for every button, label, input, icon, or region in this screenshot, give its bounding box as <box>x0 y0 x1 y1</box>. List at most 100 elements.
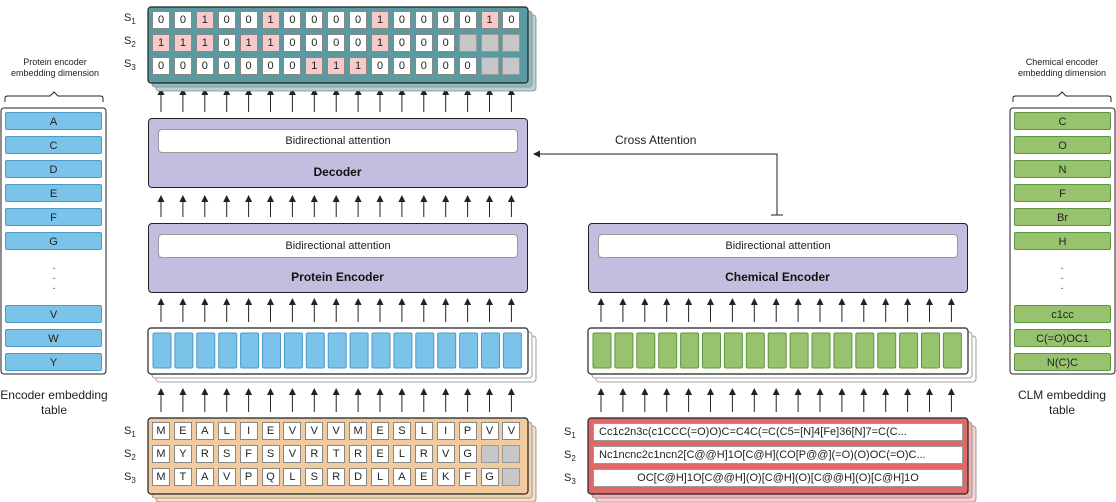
protein-input-cell: M <box>152 445 170 463</box>
chemical-embedding-item: N <box>1014 160 1111 178</box>
protein-embedding-vector <box>152 332 172 369</box>
protein-input-cell: S <box>392 422 411 440</box>
protein-embedding-item: F <box>5 208 102 226</box>
vertical-ellipsis: . <box>52 270 56 282</box>
output-cell: 0 <box>392 34 411 52</box>
output-cell: 1 <box>173 34 192 52</box>
chemical-embedding-vector <box>899 332 919 369</box>
output-cell: 1 <box>261 34 280 52</box>
output-cell: 0 <box>502 11 521 29</box>
output-cell: 0 <box>436 57 455 75</box>
protein-embedding-vector <box>240 332 260 369</box>
output-cell: 1 <box>195 34 214 52</box>
row-label-letter: S <box>124 58 132 70</box>
protein-input-cell: L <box>283 468 302 486</box>
chemical-encoder-block: Bidirectional attention Chemical Encoder <box>588 223 968 293</box>
chemical-embedding-vector <box>877 332 897 369</box>
output-cell <box>480 34 499 52</box>
protein-embedding-vector <box>305 332 325 369</box>
output-row-label: S1 <box>124 12 136 26</box>
chemical-embedding-vector <box>702 332 721 369</box>
flow-arrows <box>157 88 955 412</box>
protein-input-cell: R <box>195 445 214 463</box>
row-label-index: 1 <box>131 17 136 27</box>
row-label-index: 1 <box>131 430 136 440</box>
vertical-ellipsis: . <box>1060 260 1064 272</box>
protein-input-cell: P <box>239 468 258 486</box>
output-cell: 0 <box>261 57 280 75</box>
protein-input-cell <box>502 445 521 463</box>
chemical-embedding-item: Br <box>1014 208 1111 226</box>
protein-embedding-vector <box>371 332 391 369</box>
row-label-letter: S <box>564 472 572 484</box>
output-cell: 1 <box>152 34 170 52</box>
row-label-letter: S <box>124 12 132 24</box>
protein-embedding-item: A <box>5 112 102 130</box>
protein-embedding-vector <box>174 332 194 369</box>
output-row-label: S2 <box>124 35 136 49</box>
protein-input-cell: V <box>283 445 302 463</box>
protein-embedding-caption: Protein encoder embedding dimension <box>10 57 100 78</box>
chemical-input-row-label: S2 <box>564 449 576 463</box>
chemical-embedding-item: C(=O)OC1 <box>1014 329 1111 347</box>
output-cell: 0 <box>349 11 368 29</box>
vertical-ellipsis: . <box>1060 270 1064 282</box>
row-label-index: 2 <box>131 453 136 463</box>
protein-embedding-item: Y <box>5 353 102 371</box>
protein-input-cell: M <box>349 422 368 440</box>
output-cell: 0 <box>436 34 455 52</box>
protein-embedding-item: C <box>5 136 102 154</box>
output-cell: 0 <box>217 11 236 29</box>
output-cell: 0 <box>392 11 411 29</box>
protein-embedding-vector <box>196 332 216 369</box>
chemical-embedding-brace <box>1012 91 1112 102</box>
chemical-embedding-vector <box>636 332 656 369</box>
vertical-ellipsis: . <box>52 260 56 272</box>
output-cell: 0 <box>173 11 192 29</box>
row-label-index: 1 <box>571 431 576 441</box>
output-cell <box>502 34 521 52</box>
output-cell: 1 <box>327 57 346 75</box>
chemical-embedding-vector <box>614 332 634 369</box>
output-cell: 0 <box>349 34 368 52</box>
output-cell: 0 <box>436 11 455 29</box>
protein-input-cell: E <box>371 422 389 440</box>
protein-embedding-item: G <box>5 232 102 250</box>
protein-input-cell: L <box>392 445 411 463</box>
chemical-embedding-item: O <box>1014 136 1111 154</box>
chemical-embedding-vector <box>658 332 678 369</box>
protein-input-cell: G <box>458 445 477 463</box>
protein-input-cell: E <box>371 445 389 463</box>
protein-input-cell: S <box>261 445 280 463</box>
chemical-embedding-item: H <box>1014 232 1111 250</box>
output-cell: 1 <box>480 11 499 29</box>
chemical-embedding-vector <box>921 332 940 369</box>
protein-embedding-vector <box>415 332 435 369</box>
protein-encoder-title: Protein Encoder <box>291 270 384 284</box>
protein-embedding-vector <box>481 332 500 369</box>
protein-embedding-vector <box>283 332 303 369</box>
protein-input-cell: E <box>414 468 433 486</box>
vertical-ellipsis: . <box>52 280 56 292</box>
protein-embedding-item: E <box>5 184 102 202</box>
protein-embedding-vector <box>459 332 479 369</box>
chemical-embedding-bottom-label: CLM embedding table <box>1017 388 1107 417</box>
chemical-embedding-vector <box>811 332 831 369</box>
protein-input-cell: F <box>239 445 258 463</box>
protein-input-cell: V <box>436 445 455 463</box>
protein-input-cell: L <box>217 422 236 440</box>
smiles-string: Cc1c2n3c(c1CCC(=O)O)C=C4C(=C(C5=[N]4[Fe]… <box>593 423 963 441</box>
output-cell: 1 <box>195 11 214 29</box>
chemical-embedding-vector <box>789 332 809 369</box>
output-cell: 1 <box>371 11 389 29</box>
protein-input-cell: V <box>283 422 302 440</box>
chemical-embedding-item: C <box>1014 112 1111 130</box>
protein-input-cell: I <box>239 422 258 440</box>
output-cell: 0 <box>239 11 258 29</box>
protein-encoder-attention-label: Bidirectional attention <box>158 234 518 258</box>
output-cell: 0 <box>305 34 324 52</box>
output-cell: 0 <box>305 11 324 29</box>
protein-input-cell: R <box>414 445 433 463</box>
output-cell: 0 <box>458 57 477 75</box>
smiles-string: Nc1ncnc2c1ncn2[C@@H]1O[C@H](CO[P@@](=O)(… <box>593 446 963 464</box>
